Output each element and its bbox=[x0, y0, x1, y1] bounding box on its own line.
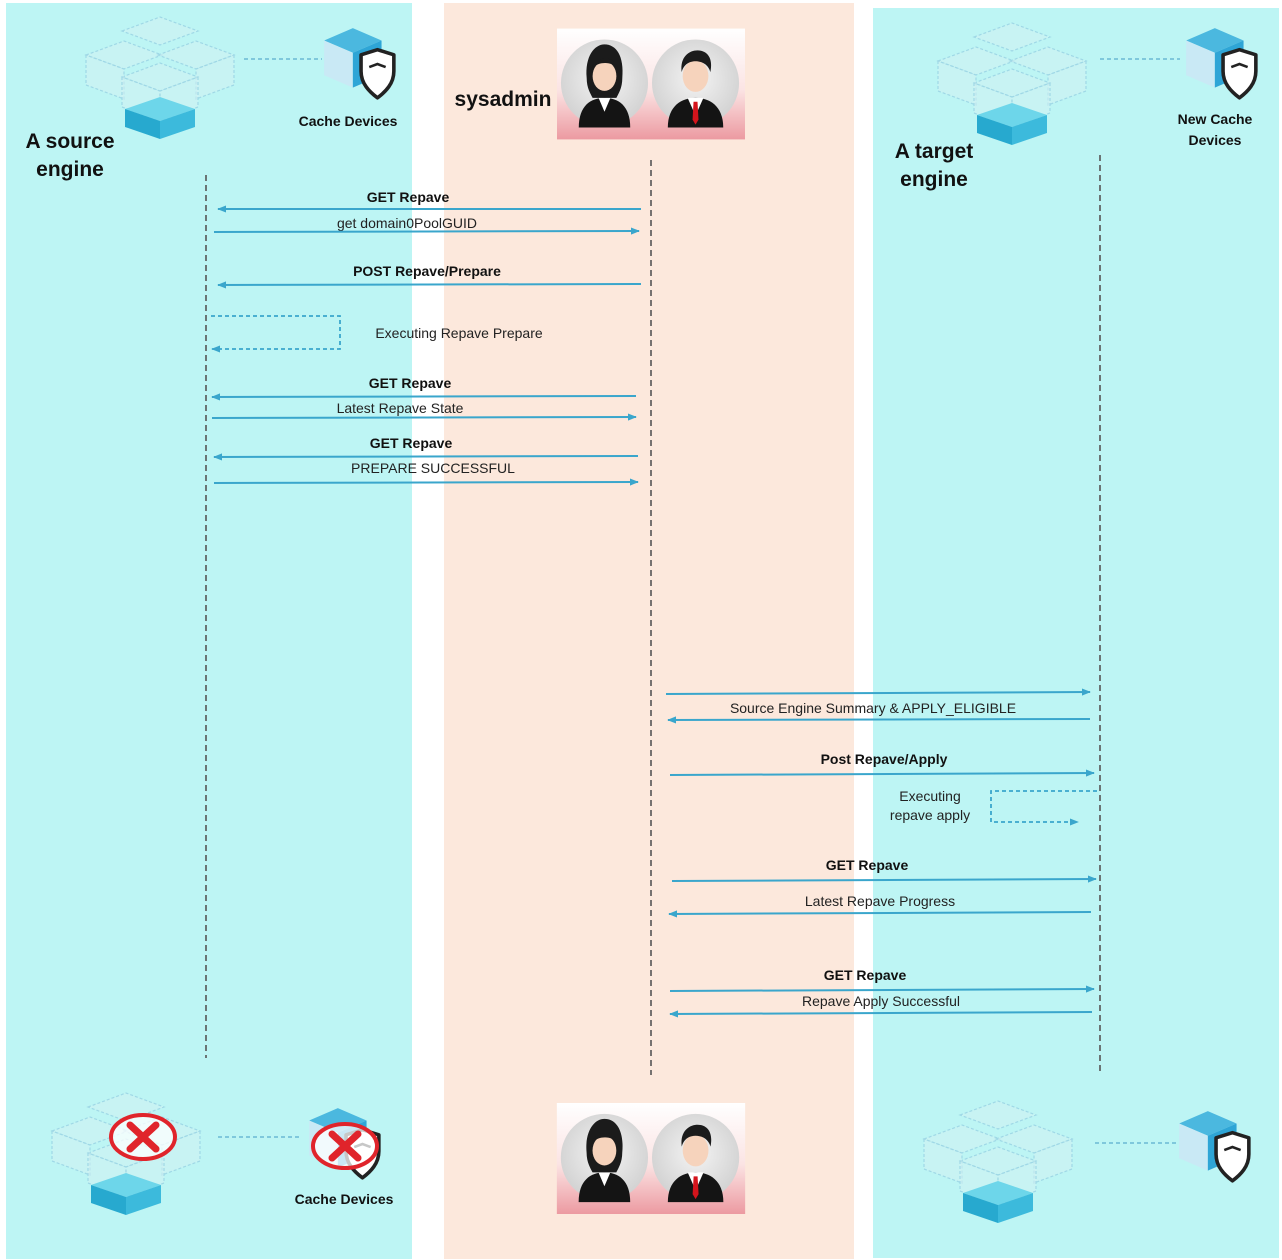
msg-apply-success-arrow bbox=[669, 1010, 1093, 1018]
source-title-line2: engine bbox=[36, 158, 104, 181]
msg-apply-success-label: Repave Apply Successful bbox=[802, 993, 960, 1009]
msg-source-summary-arrow-back bbox=[667, 716, 1091, 724]
target-lane bbox=[873, 8, 1279, 1258]
msg-get-repave-2-label: GET Repave bbox=[369, 375, 452, 391]
msg-post-prepare-arrow bbox=[217, 281, 642, 289]
source-bottom-device-label: Cache Devices bbox=[295, 1191, 394, 1207]
target-title-line1: A target bbox=[895, 140, 974, 163]
msg-exec-apply-self-loop bbox=[990, 790, 1097, 826]
msg-prepare-success-arrow bbox=[213, 478, 639, 486]
msg-get-domain-guid-arrow bbox=[213, 227, 640, 235]
red-x-icon bbox=[313, 1124, 377, 1168]
msg-source-summary-arrow-out bbox=[665, 688, 1091, 696]
msg-latest-state-arrow bbox=[211, 413, 637, 421]
source-device-label: Cache Devices bbox=[299, 113, 398, 129]
msg-post-apply-label: Post Repave/Apply bbox=[821, 751, 948, 767]
msg-get-repave-3-label: GET Repave bbox=[370, 435, 453, 451]
msg-get-repave-4-arrow bbox=[671, 875, 1097, 883]
msg-prepare-success-label: PREPARE SUCCESSFUL bbox=[351, 460, 515, 476]
red-x-icon bbox=[111, 1115, 175, 1159]
sysadmin-lane bbox=[444, 3, 854, 1259]
target-device-label-line1: New Cache bbox=[1178, 111, 1253, 127]
msg-exec-prepare-self-loop bbox=[211, 315, 341, 353]
msg-latest-progress-label: Latest Repave Progress bbox=[805, 893, 955, 909]
msg-get-repave-2-arrow bbox=[211, 393, 637, 401]
msg-get-repave-5-label: GET Repave bbox=[824, 967, 907, 983]
msg-latest-progress-arrow bbox=[668, 910, 1092, 918]
sysadmin-people-icon bbox=[556, 1103, 746, 1214]
msg-latest-state-label: Latest Repave State bbox=[337, 400, 464, 416]
sysadmin-title: sysadmin bbox=[455, 88, 552, 111]
msg-get-domain-guid-label: get domain0PoolGUID bbox=[337, 215, 477, 231]
msg-get-repave-1-label: GET Repave bbox=[367, 189, 450, 205]
msg-post-apply-arrow bbox=[669, 769, 1095, 777]
msg-get-repave-3-arrow bbox=[213, 453, 639, 461]
msg-source-summary-label: Source Engine Summary & APPLY_ELIGIBLE bbox=[730, 700, 1016, 716]
msg-get-repave-5-arrow bbox=[669, 985, 1095, 993]
source-title-line1: A source bbox=[25, 130, 114, 153]
msg-post-prepare-label: POST Repave/Prepare bbox=[353, 263, 501, 279]
msg-exec-apply-label-line1: Executing bbox=[899, 788, 960, 804]
msg-exec-apply-label-line2: repave apply bbox=[890, 807, 970, 823]
msg-get-repave-4-label: GET Repave bbox=[826, 857, 909, 873]
msg-exec-prepare-label: Executing Repave Prepare bbox=[375, 325, 543, 341]
target-title-line2: engine bbox=[900, 168, 968, 191]
target-device-label-line2: Devices bbox=[1189, 132, 1242, 148]
source-lane bbox=[6, 3, 412, 1259]
sysadmin-people-icon bbox=[557, 28, 745, 140]
